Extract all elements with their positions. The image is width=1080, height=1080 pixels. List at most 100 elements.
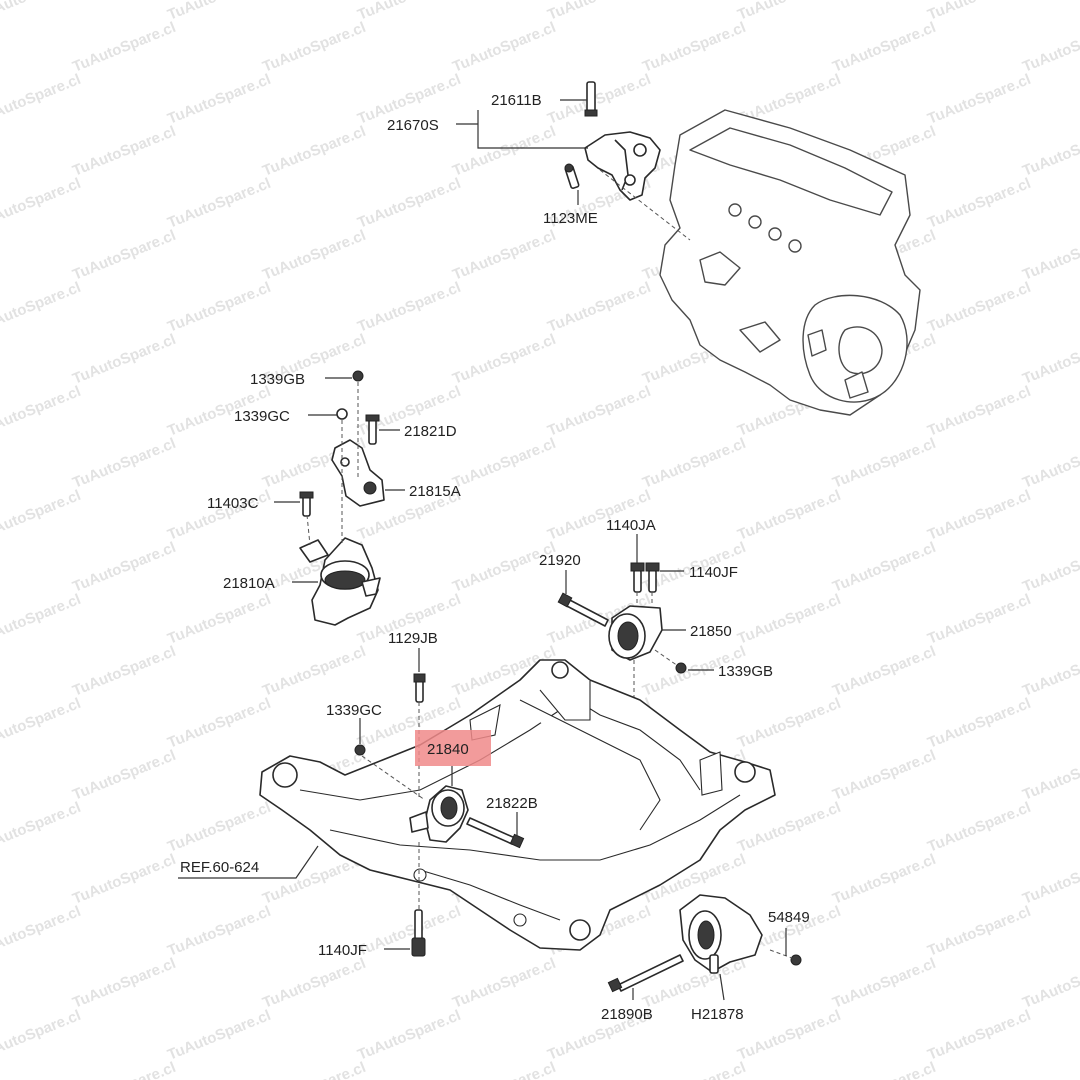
nut-54849[interactable] <box>790 954 802 966</box>
watermark-text: TuAutoSpare.cl <box>355 1007 463 1064</box>
watermark-text: TuAutoSpare.cl <box>70 123 178 180</box>
watermark-text: TuAutoSpare.cl <box>165 71 273 128</box>
watermark-text: TuAutoSpare.cl <box>925 383 1033 440</box>
watermark-text: TuAutoSpare.cl <box>925 71 1033 128</box>
label-1339GB-right[interactable]: 1339GB <box>718 663 773 680</box>
label-H21878[interactable]: H21878 <box>691 1006 744 1023</box>
label-1339GC-left[interactable]: 1339GC <box>234 408 290 425</box>
watermark-text: TuAutoSpare.cl <box>1020 747 1080 804</box>
stud-bolt-21611B[interactable] <box>584 81 598 117</box>
watermark-text: TuAutoSpare.cl <box>260 123 368 180</box>
watermark-text: TuAutoSpare.cl <box>735 1007 843 1064</box>
mount-21810A[interactable] <box>299 537 381 626</box>
watermark-text: TuAutoSpare.cl <box>1020 227 1080 284</box>
watermark-text: TuAutoSpare.cl <box>735 591 843 648</box>
washer-1339GC-center[interactable] <box>354 744 366 756</box>
bolt-1123ME[interactable] <box>564 163 580 189</box>
watermark-text: TuAutoSpare.cl <box>70 851 178 908</box>
watermark-text: TuAutoSpare.cl <box>925 903 1033 960</box>
bolt-1140JF-lower[interactable] <box>411 909 426 957</box>
watermark-text: TuAutoSpare.cl <box>830 955 938 1012</box>
watermark-text: TuAutoSpare.cl <box>0 1007 83 1064</box>
mount-H21878[interactable] <box>679 894 763 974</box>
watermark-text: TuAutoSpare.cl <box>450 123 558 180</box>
watermark-text: TuAutoSpare.cl <box>925 0 1033 24</box>
bolt-21822B[interactable] <box>466 817 525 849</box>
label-54849[interactable]: 54849 <box>768 909 810 926</box>
label-21611B[interactable]: 21611B <box>491 92 542 109</box>
watermark-text: TuAutoSpare.cl <box>830 851 938 908</box>
watermark-text: TuAutoSpare.cl <box>1020 331 1080 388</box>
watermark-text: TuAutoSpare.cl <box>0 175 83 232</box>
watermark-text: TuAutoSpare.cl <box>925 175 1033 232</box>
label-21670S[interactable]: 21670S <box>387 117 439 134</box>
label-21850[interactable]: 21850 <box>690 623 732 640</box>
label-1140JF-upper[interactable]: 1140JF <box>689 564 738 581</box>
watermark-text: TuAutoSpare.cl <box>545 0 653 24</box>
watermark-text: TuAutoSpare.cl <box>165 175 273 232</box>
watermark-text: TuAutoSpare.cl <box>450 331 558 388</box>
label-1339GB-left[interactable]: 1339GB <box>250 371 305 388</box>
bolt-1140JA[interactable] <box>630 562 645 593</box>
label-11403C[interactable]: 11403C <box>207 495 259 512</box>
watermark-text: TuAutoSpare.cl <box>260 643 368 700</box>
label-1123ME[interactable]: 1123ME <box>543 210 598 227</box>
nut-1339GB-left[interactable] <box>352 370 364 382</box>
label-21890B[interactable]: 21890B <box>601 1006 653 1023</box>
engine-block <box>659 109 921 416</box>
watermark-text: TuAutoSpare.cl <box>1020 851 1080 908</box>
watermark-text: TuAutoSpare.cl <box>925 695 1033 752</box>
watermark-text: TuAutoSpare.cl <box>545 279 653 336</box>
watermark-text: TuAutoSpare.cl <box>0 695 83 752</box>
watermark-text: TuAutoSpare.cl <box>545 383 653 440</box>
label-21810A[interactable]: 21810A <box>223 575 275 592</box>
watermark-text: TuAutoSpare.cl <box>355 279 463 336</box>
label-21822B[interactable]: 21822B <box>486 795 538 812</box>
label-1140JF-lower[interactable]: 1140JF <box>318 942 367 959</box>
watermark-text: TuAutoSpare.cl <box>830 747 938 804</box>
watermark-text: TuAutoSpare.cl <box>260 1059 368 1080</box>
watermark-text: TuAutoSpare.cl <box>925 799 1033 856</box>
watermark-text: TuAutoSpare.cl <box>1020 1059 1080 1080</box>
watermark-text: TuAutoSpare.cl <box>260 955 368 1012</box>
bolt-21890B[interactable] <box>607 954 684 993</box>
watermark-text: TuAutoSpare.cl <box>735 487 843 544</box>
label-21840[interactable]: 21840 <box>427 741 469 758</box>
watermark-text: TuAutoSpare.cl <box>1020 19 1080 76</box>
watermark-text: TuAutoSpare.cl <box>70 539 178 596</box>
label-21920[interactable]: 21920 <box>539 552 581 569</box>
leader-lines <box>178 99 787 1001</box>
watermark-text: TuAutoSpare.cl <box>165 279 273 336</box>
engine-mount-bracket-top[interactable] <box>584 131 661 201</box>
watermark-text: TuAutoSpare.cl <box>450 227 558 284</box>
watermark-text: TuAutoSpare.cl <box>450 955 558 1012</box>
watermark-text: TuAutoSpare.cl <box>925 487 1033 544</box>
watermark-text: TuAutoSpare.cl <box>70 19 178 76</box>
watermark-text: TuAutoSpare.cl <box>165 1007 273 1064</box>
washer-1339GC-left[interactable] <box>336 408 348 420</box>
watermark-text: TuAutoSpare.cl <box>925 279 1033 336</box>
watermark-text: TuAutoSpare.cl <box>640 435 748 492</box>
mount-21840[interactable] <box>409 785 469 843</box>
watermark-text: TuAutoSpare.cl <box>70 1059 178 1080</box>
label-21821D[interactable]: 21821D <box>404 423 457 440</box>
bolt-1129JB[interactable] <box>413 673 426 703</box>
watermark-text: TuAutoSpare.cl <box>0 0 83 24</box>
watermark-text: TuAutoSpare.cl <box>260 227 368 284</box>
label-1140JA[interactable]: 1140JA <box>606 517 656 534</box>
watermark-text: TuAutoSpare.cl <box>1020 123 1080 180</box>
label-1339GC-center[interactable]: 1339GC <box>326 702 382 719</box>
nut-1339GB-right[interactable] <box>675 662 687 674</box>
watermark-text: TuAutoSpare.cl <box>925 591 1033 648</box>
bolt-1140JF-upper[interactable] <box>645 562 660 593</box>
watermark-text: TuAutoSpare.cl <box>165 695 273 752</box>
label-21815A[interactable]: 21815A <box>409 483 461 500</box>
label-1129JB[interactable]: 1129JB <box>388 630 438 647</box>
bolt-11403C[interactable] <box>299 491 314 517</box>
label-reference[interactable]: REF.60-624 <box>180 859 259 876</box>
bolt-21821D[interactable] <box>365 414 380 445</box>
watermark-text: TuAutoSpare.cl <box>70 747 178 804</box>
mount-21850[interactable] <box>608 605 663 661</box>
bolt-21920[interactable] <box>557 592 609 627</box>
